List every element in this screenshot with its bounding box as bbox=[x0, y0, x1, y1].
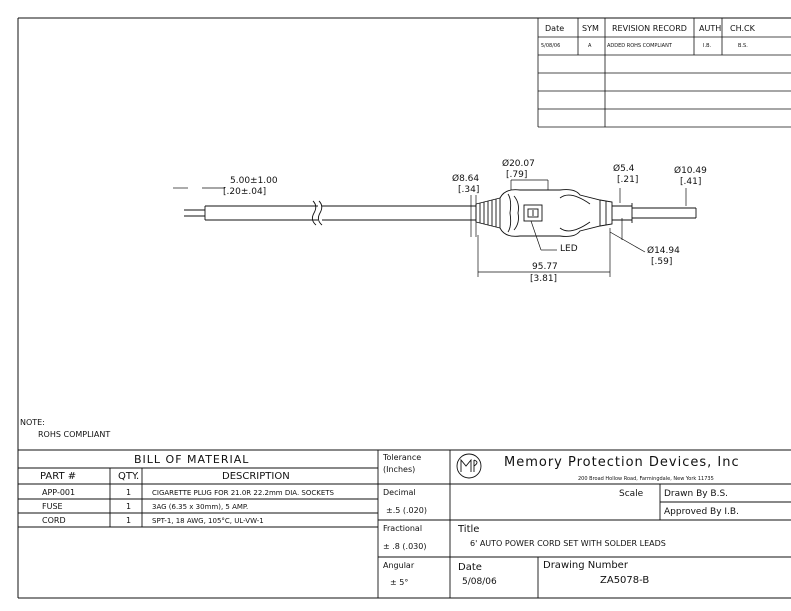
drawing-title: 6' AUTO POWER CORD SET WITH SOLDER LEADS bbox=[470, 539, 666, 548]
bom-col-part: PART # bbox=[40, 471, 77, 482]
approved-by: Approved By I.B. bbox=[664, 507, 739, 517]
date-label: Date bbox=[458, 562, 482, 573]
tolerance-units: (Inches) bbox=[383, 465, 416, 474]
rev-auth: I.B. bbox=[703, 43, 712, 49]
date-value: 5/08/06 bbox=[462, 577, 497, 587]
note-rohs: ROHS COMPLIANT bbox=[38, 430, 111, 439]
led-label: LED bbox=[560, 244, 578, 254]
drawn-by: Drawn By B.S. bbox=[664, 489, 729, 499]
rev-sym: A bbox=[588, 43, 592, 49]
dim-d1-inches: [.34] bbox=[458, 185, 480, 195]
tolerance-decimal-label: Decimal bbox=[383, 488, 416, 497]
drawing-number-label: Drawing Number bbox=[543, 560, 628, 571]
tolerance-fractional-label: Fractional bbox=[383, 524, 423, 533]
bom-row-part: FUSE bbox=[42, 502, 63, 511]
dim-d5: Ø14.94 bbox=[647, 246, 680, 256]
dimension-lines bbox=[173, 179, 687, 277]
rev-header-record: REVISION RECORD bbox=[612, 24, 687, 33]
bom-row-desc: 3AG (6.35 x 30mm), 5 AMP. bbox=[152, 503, 249, 511]
company-name: Memory Protection Devices, Inc bbox=[504, 455, 740, 470]
tolerance-angular-value: ± 5° bbox=[390, 578, 409, 587]
company-logo bbox=[456, 453, 482, 479]
bom-col-qty: QTY. bbox=[118, 471, 140, 482]
dim-d4-inches: [.41] bbox=[680, 177, 702, 187]
dim-d1: Ø8.64 bbox=[452, 174, 480, 184]
tolerance-fractional-value: ± .8 (.030) bbox=[383, 542, 427, 551]
dim-overall: 95.77 bbox=[532, 262, 558, 272]
bom-col-desc: DESCRIPTION bbox=[222, 471, 290, 482]
dim-d2-inches: [.79] bbox=[506, 170, 528, 180]
title-label: Title bbox=[458, 524, 480, 535]
note-title: NOTE: bbox=[20, 418, 45, 427]
rev-header-check: CH.CK bbox=[730, 24, 755, 33]
dim-d5-inches: [.59] bbox=[651, 257, 673, 267]
dim-d4: Ø10.49 bbox=[674, 166, 707, 176]
dim-d3-inches: [.21] bbox=[617, 175, 639, 185]
company-address: 200 Broad Hollow Road, Farmingdale, New … bbox=[578, 476, 714, 482]
rev-check: B.S. bbox=[738, 43, 748, 49]
dim-d2: Ø20.07 bbox=[502, 159, 535, 169]
rev-header-date: Date bbox=[545, 24, 565, 33]
rev-header-auth: AUTH bbox=[699, 24, 722, 33]
tolerance-angular-label: Angular bbox=[383, 561, 415, 570]
bom-row-part: CORD bbox=[42, 516, 66, 525]
bom-row-desc: CIGARETTE PLUG FOR 21.0R 22.2mm DIA. SOC… bbox=[152, 489, 334, 497]
rev-date: 5/08/06 bbox=[541, 43, 561, 49]
bom-row-qty: 1 bbox=[126, 502, 132, 511]
cord-assembly bbox=[184, 189, 697, 237]
drawing-number: ZA5078-B bbox=[600, 575, 650, 586]
dim-overall-inches: [3.81] bbox=[530, 274, 558, 284]
bom-row-part: APP-001 bbox=[42, 488, 76, 497]
tolerance-title: Tolerance bbox=[383, 453, 422, 462]
rev-record: ADDED ROHS COMPLIANT bbox=[607, 43, 672, 49]
dim-length: 5.00±1.00 bbox=[230, 176, 278, 186]
bom-row-qty: 1 bbox=[126, 516, 132, 525]
scale-label: Scale bbox=[619, 489, 644, 499]
bom-row-desc: SPT-1, 18 AWG, 105°C, UL-VW-1 bbox=[152, 517, 264, 525]
dim-length-inches: [.20±.04] bbox=[223, 187, 267, 197]
tolerance-decimal-value: ±.5 (.020) bbox=[386, 506, 427, 515]
revision-table-grid bbox=[537, 18, 791, 128]
bom-row-qty: 1 bbox=[126, 488, 132, 497]
title-block-grid bbox=[18, 449, 791, 598]
dim-d3: Ø5.4 bbox=[613, 164, 635, 174]
rev-header-sym: SYM bbox=[582, 24, 599, 33]
bom-title: BILL OF MATERIAL bbox=[134, 453, 250, 466]
